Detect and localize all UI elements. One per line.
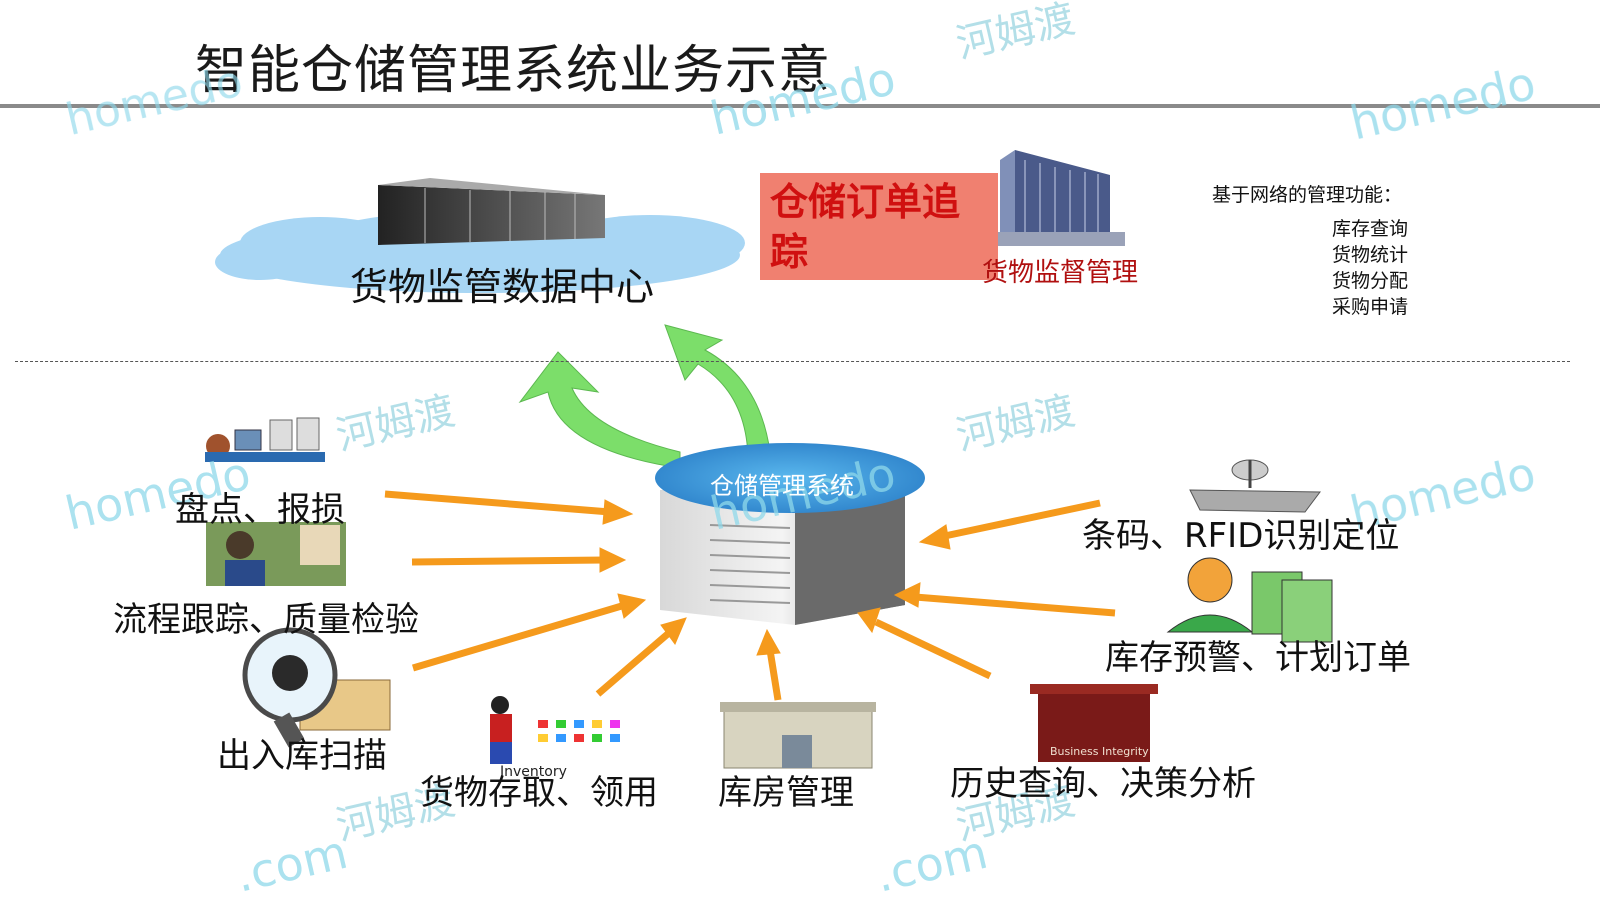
computer-users-icon [205, 417, 325, 462]
watermark-domain-1: .com [230, 825, 352, 900]
office-building-icon [985, 150, 1125, 246]
arrow-right-1 [918, 499, 1101, 550]
rfid-scanner-icon [1189, 459, 1321, 513]
quality-inspection-icon [206, 522, 346, 586]
arrow-bottom-2 [756, 628, 782, 701]
watermark-text-2: homedo [705, 51, 900, 146]
arrow-left-1 [384, 490, 634, 525]
node-inventory-check: 盘点、报损 [175, 490, 345, 530]
cycle-arrow-right [664, 324, 771, 456]
page-title: 智能仓储管理系统业务示意 [195, 41, 832, 101]
network-function-item: 货物分配 [1332, 270, 1409, 292]
supervision-label: 货物监督管理 [982, 258, 1139, 288]
data-center-label: 货物监管数据中心 [350, 265, 655, 309]
watermark-cn-1: 河姆渡 [952, 0, 1079, 68]
node-warehouse-management: 库房管理 [718, 773, 854, 813]
arrow-right-2 [893, 582, 1116, 617]
watermark-domain-2: .com [870, 825, 992, 900]
core-system-label: 仓储管理系统 [710, 472, 854, 500]
central-server-icon [655, 443, 925, 625]
network-functions-title: 基于网络的管理功能： [1212, 184, 1403, 206]
watermark-cn-2: 河姆渡 [952, 388, 1079, 460]
network-function-item: 库存查询 [1332, 218, 1409, 240]
section-divider [15, 361, 1570, 362]
warehouse-building-icon [720, 702, 876, 769]
magnifier-scan-icon [242, 627, 391, 748]
inventory-caption: Inventory [500, 764, 567, 780]
arrow-left-3 [412, 593, 647, 672]
watermark-cn-3: 河姆渡 [332, 388, 459, 460]
node-barcode-rfid: 条码、RFID识别定位 [1082, 516, 1400, 556]
network-function-item: 货物统计 [1332, 244, 1409, 266]
arrow-left-2 [411, 547, 627, 573]
watermark-text-3: homedo [1345, 56, 1540, 151]
node-process-quality: 流程跟踪、质量检验 [113, 600, 419, 640]
cycle-arrow-left [518, 351, 681, 469]
network-function-item: 采购申请 [1332, 296, 1409, 318]
order-tracking-box: 仓储订单追踪 [760, 173, 998, 280]
business-caption: Business Integrity [1050, 745, 1149, 758]
business-integrity-icon [1030, 684, 1158, 762]
node-history-decision: 历史查询、决策分析 [950, 764, 1256, 804]
watermark-text: homedo [61, 56, 247, 146]
node-stock-alert-order: 库存预警、计划订单 [1105, 638, 1411, 678]
title-divider [0, 104, 1600, 108]
input-arrows [384, 490, 1116, 701]
inventory-worker-icon [490, 696, 620, 764]
arrow-right-3 [857, 607, 992, 680]
user-data-icon [1166, 557, 1333, 643]
node-goods-access: 货物存取、领用 [420, 773, 658, 813]
server-racks-icon [378, 178, 605, 245]
node-in-out-scan: 出入库扫描 [217, 736, 387, 776]
arrow-bottom-1 [595, 617, 687, 697]
